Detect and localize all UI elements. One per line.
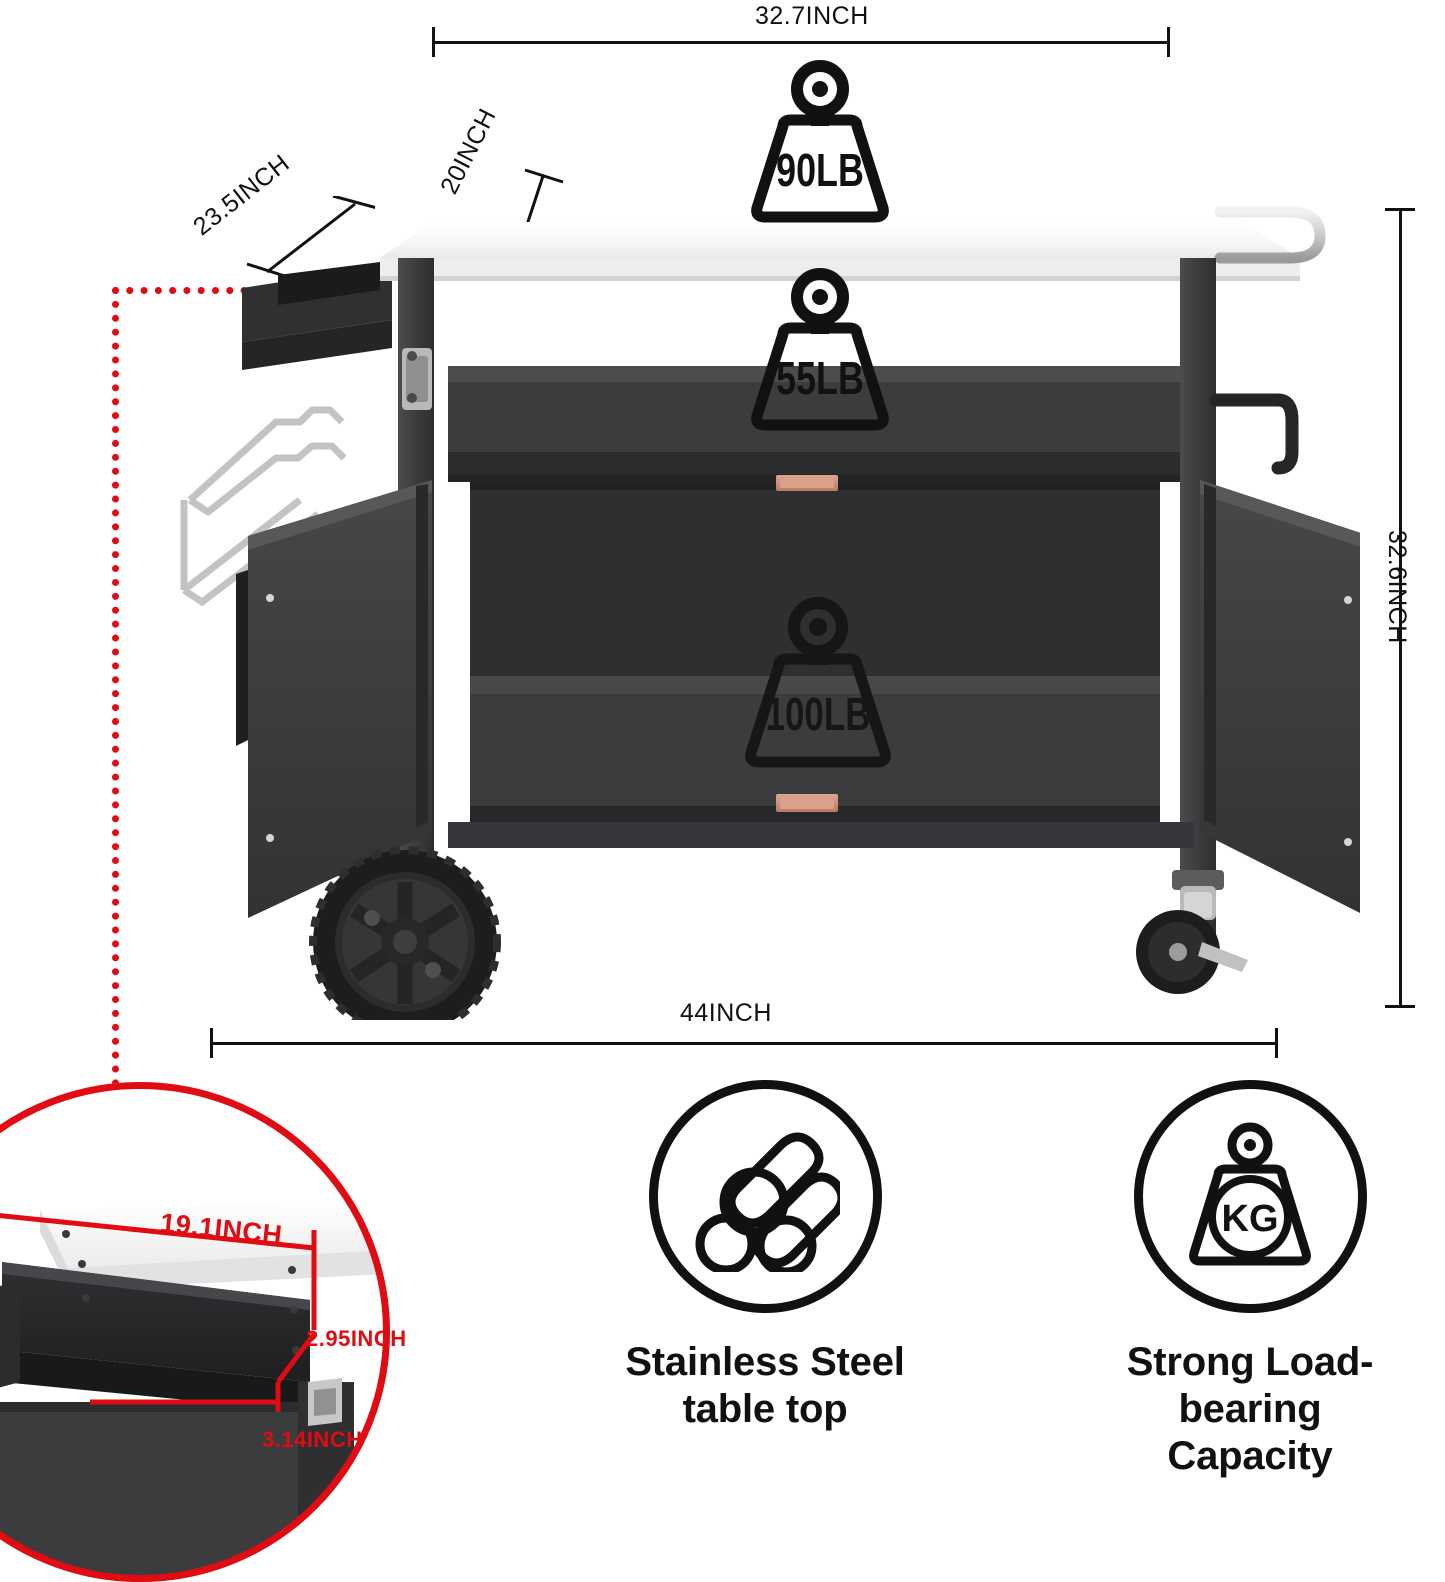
dimension-rule-top-width — [432, 41, 1170, 44]
feature-load-bearing-caption: Strong Load-bearing Capacity — [1085, 1339, 1415, 1481]
feature-stainless-steel-caption: Stainless Steel table top — [600, 1339, 930, 1433]
infographic-canvas: 32.7INCH 23.5INCH 20INCH 32.6INCH 44INCH — [0, 2, 1415, 1582]
dimension-rule-overall-width — [210, 1042, 1278, 1045]
feature-load-bearing-line1: Strong Load-bearing — [1126, 1340, 1374, 1432]
wheel — [309, 846, 501, 1020]
leader-line-horizontal — [112, 287, 362, 294]
dimension-label-overall-width: 44INCH — [680, 999, 772, 1027]
cart-illustration — [180, 206, 1360, 1020]
dimension-label-height: 32.6INCH — [1383, 530, 1411, 644]
feature-stainless-steel: Stainless Steel table top — [600, 1080, 930, 1433]
dimension-tick-height-bottom — [1385, 1005, 1415, 1008]
dimension-tick-height-top — [1385, 208, 1415, 211]
dimension-tick-right — [1167, 27, 1170, 57]
inset-label-drop: 3.14INCH — [262, 1427, 363, 1452]
feature-load-bearing-line2: Capacity — [1167, 1434, 1333, 1479]
weight-kg-icon-circle: KG — [1133, 1080, 1367, 1313]
capacity-badge-middle-label: 55LB — [776, 353, 864, 404]
dimension-rule-height — [1399, 208, 1402, 1008]
capacity-badge-middle-shelf: 55LB — [725, 268, 915, 431]
capacity-badge-top-label: 90LB — [776, 145, 864, 196]
leader-line-vertical — [112, 287, 119, 1087]
weight-kg-icon: KG — [1189, 1122, 1311, 1265]
steel-tubes-icon — [695, 1132, 840, 1272]
capacity-badge-bottom-label: 100LB — [766, 688, 871, 740]
inset-label-height: 2.95INCH — [306, 1326, 407, 1351]
weight-kg-icon-text: KG — [1222, 1198, 1279, 1240]
caster — [1136, 870, 1248, 994]
dimension-tick-bottom-left — [210, 1028, 213, 1058]
feature-stainless-steel-line2: table top — [682, 1387, 848, 1432]
dimension-tick-left — [432, 27, 435, 57]
capacity-badge-bottom-shelf: 100LB — [718, 597, 918, 768]
feature-load-bearing: KG Strong Load-bearing Capacity — [1085, 1080, 1415, 1481]
steel-tubes-icon-circle — [648, 1080, 882, 1313]
capacity-badge-top-shelf: 90LB — [725, 60, 915, 223]
dimension-tick-bottom-right — [1275, 1028, 1278, 1058]
dimension-label-top-width: 32.7INCH — [755, 2, 869, 30]
feature-stainless-steel-line1: Stainless Steel — [625, 1340, 905, 1384]
